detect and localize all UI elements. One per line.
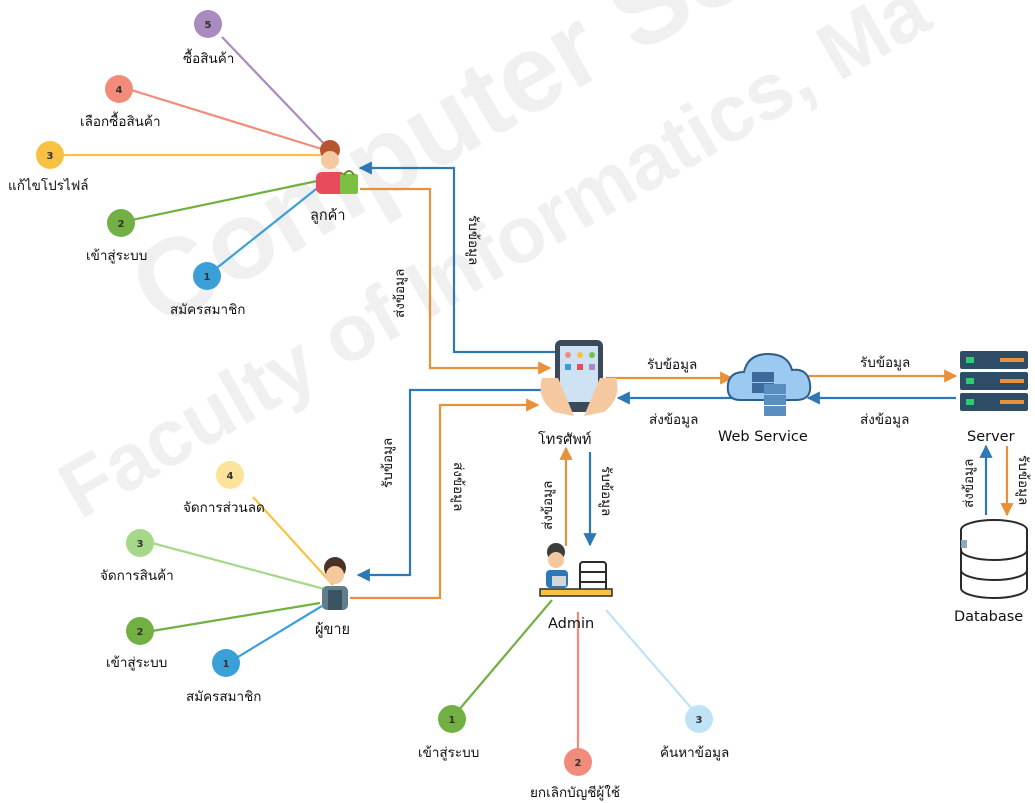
customer-use-cases: 5 ซื้อสินค้า 4 เลือกซื้อสินค้า 3 แก้ไขโป… [8,10,245,318]
flow-phone-to-seller [356,388,546,582]
flow-phone-to-customer [358,161,556,354]
customer-use-case-4-number: 4 [116,85,123,96]
seller-use-cases: 4 จัดการส่วนลด 3 จัดการสินค้า 2 เข้าสู่ร… [100,461,265,705]
admin-use-case-3-label: ค้นหาข้อมูล [660,745,729,761]
seller-line-2 [151,601,321,633]
seller-use-case-2-number: 2 [137,627,144,638]
phone-icon [540,340,618,416]
admin-use-case-2-label: ยกเลิกบัญชีผู้ใช้ [530,784,620,801]
admin-use-cases: 1 เข้าสู่ระบบ 2 ยกเลิกบัญชีผู้ใช้ 3 ค้นห… [418,705,729,801]
customer-line-4 [127,87,326,152]
phone-label: โทรศัพท์ [538,430,591,448]
database-label: Database [954,609,1023,625]
seller-use-case-1: 1 สมัครสมาชิก [186,649,261,705]
seller-use-case-1-label: สมัครสมาชิก [186,689,261,705]
label-phone-web-recv: รับข้อมูล [647,357,697,373]
customer-line-1 [207,181,326,276]
seller-label: ผู้ขาย [315,621,350,638]
label-server-web-send: ส่งข้อมูล [860,412,909,428]
customer-use-case-3-number: 3 [47,151,54,162]
admin-use-case-1-number: 1 [449,715,456,726]
customer-use-case-2-number: 2 [118,219,125,230]
admin-use-case-1-label: เข้าสู่ระบบ [418,745,479,761]
admin-line-1 [451,599,553,719]
admin-use-case-2-number: 2 [575,758,582,769]
database-icon [960,519,1028,599]
label-admin-phone-send: ส่งข้อมูล [540,481,556,530]
label-server-db-recv: รับข้อมูล [1015,455,1031,505]
customer-icon [316,140,358,194]
admin-line-3 [605,609,701,719]
customer-use-case-2: 2 เข้าสู่ระบบ [86,209,147,264]
use-case-lines [62,36,701,758]
seller-use-case-4: 4 จัดการส่วนลด [183,461,265,516]
label-phone-customer-recv: รับข้อมูล [465,215,481,265]
flow-customer-to-phone [360,187,552,375]
seller-use-case-2-label: เข้าสู่ระบบ [106,655,167,671]
data-flow-arrows [350,161,1014,600]
seller-use-case-1-number: 1 [223,659,230,670]
customer-line-2 [121,178,323,224]
web-service-label: Web Service [718,429,808,445]
seller-use-case-2: 2 เข้าสู่ระบบ [106,617,167,671]
customer-use-case-1: 1 สมัครสมาชิก [170,262,245,318]
admin-icon [539,543,613,597]
label-web-phone-send: ส่งข้อมูล [649,412,698,428]
customer-line-5 [221,36,331,151]
seller-line-3 [151,541,329,592]
customer-use-case-3: 3 แก้ไขโปรไฟล์ [8,141,89,194]
customer-use-case-2-label: เข้าสู่ระบบ [86,248,147,264]
admin-use-case-1: 1 เข้าสู่ระบบ [418,705,479,761]
label-db-server-send: ส่งข้อมูล [961,459,977,508]
seller-line-1 [227,605,323,664]
label-phone-admin-recv: รับข้อมูล [598,466,614,516]
flow-seller-to-phone [350,398,540,600]
customer-use-case-1-number: 1 [204,272,211,283]
label-customer-phone-send: ส่งข้อมูล [392,269,408,318]
web-service-cloud-icon [726,352,812,416]
customer-use-case-5-number: 5 [205,20,212,31]
label-web-server-recv: รับข้อมูล [860,355,910,371]
customer-use-case-5: 5 ซื้อสินค้า [183,10,234,67]
server-label: Server [967,429,1015,445]
label-seller-phone-send: ส่งข้อมูล [450,462,466,511]
seller-use-case-4-number: 4 [227,471,234,482]
label-phone-seller-recv: รับข้อมูล [380,438,396,488]
customer-use-case-3-label: แก้ไขโปรไฟล์ [8,177,89,194]
customer-use-case-4: 4 เลือกซื้อสินค้า [80,75,161,130]
admin-use-case-2: 2 ยกเลิกบัญชีผู้ใช้ [530,748,620,801]
seller-use-case-3: 3 จัดการสินค้า [100,529,174,584]
customer-use-case-4-label: เลือกซื้อสินค้า [80,111,161,130]
customer-label: ลูกค้า [310,207,346,224]
server-icon [960,351,1028,411]
seller-icon [322,557,348,610]
admin-use-case-3-number: 3 [696,715,703,726]
seller-use-case-3-number: 3 [137,539,144,550]
seller-use-case-4-label: จัดการส่วนลด [183,500,265,516]
admin-use-case-3: 3 ค้นหาข้อมูล [660,705,729,761]
flow-labels: รับข้อมูล ส่งข้อมูล รับข้อมูล ส่งข้อมูล … [380,215,1031,530]
customer-use-case-5-label: ซื้อสินค้า [183,48,234,67]
customer-use-case-1-label: สมัครสมาชิก [170,302,245,318]
admin-label: Admin [548,616,594,632]
seller-use-case-3-label: จัดการสินค้า [100,568,174,584]
seller-line-4 [252,496,334,586]
